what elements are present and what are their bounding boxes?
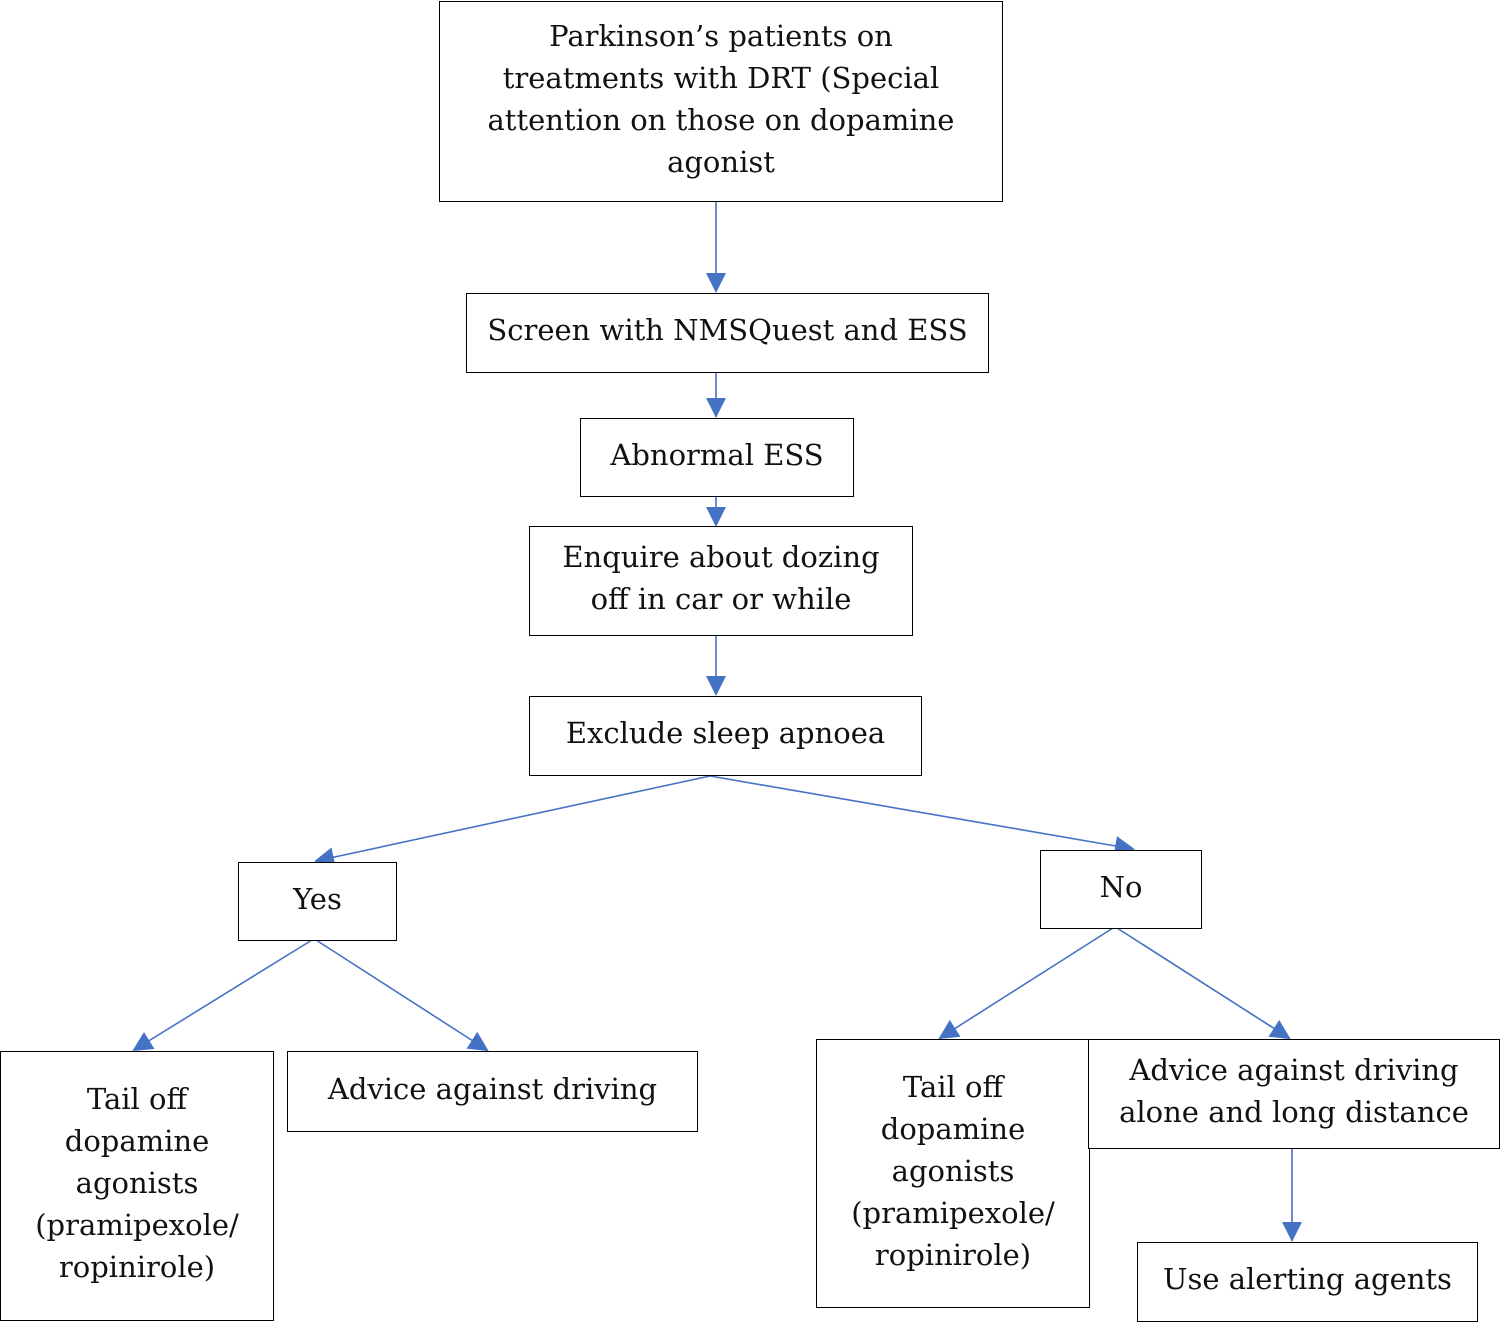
enquire-text: Enquire about dozing off in car or while: [562, 540, 880, 616]
advice-left-text: Advice against driving: [327, 1071, 658, 1106]
tail-off-right-text: Tail off dopamine agonists (pramipexole/…: [851, 1069, 1055, 1272]
start-text: Parkinson’s patients on treatments with …: [487, 18, 955, 179]
tail-off-left-text: Tail off dopamine agonists (pramipexole/…: [35, 1082, 239, 1284]
exclude-apnoea-text: Exclude sleep apnoea: [565, 716, 886, 750]
tail-off-left-box: Tail off dopamine agonists (pramipexole/…: [0, 1051, 274, 1321]
no-text: No: [1099, 869, 1143, 904]
alerting-agents-text: Use alerting agents: [1163, 1262, 1452, 1296]
advice-right-text: Advice against driving alone and long di…: [1119, 1053, 1469, 1129]
exclude-apnoea-box: Exclude sleep apnoea: [529, 696, 922, 776]
arrow-yes-to-tail-left: [132, 939, 313, 1052]
abnormal-ess-text: Abnormal ESS: [610, 437, 824, 472]
advice-right-box: Advice against driving alone and long di…: [1088, 1039, 1500, 1149]
arrow-exclude-to-yes: [314, 775, 711, 867]
arrow-no-to-advice-right: [1116, 927, 1291, 1040]
abnormal-ess-box: Abnormal ESS: [580, 418, 854, 497]
screen-box: Screen with NMSQuest and ESS: [466, 293, 989, 373]
no-box: No: [1040, 850, 1202, 929]
advice-left-box: Advice against driving: [287, 1051, 698, 1132]
arrow-yes-to-advice-left: [315, 939, 489, 1052]
screen-text: Screen with NMSQuest and ESS: [487, 313, 968, 347]
yes-box: Yes: [238, 862, 397, 941]
alerting-agents-box: Use alerting agents: [1137, 1242, 1478, 1322]
yes-text: Yes: [293, 881, 342, 916]
tail-off-right-box: Tail off dopamine agonists (pramipexole/…: [816, 1039, 1090, 1308]
arrow-exclude-to-no: [709, 775, 1135, 856]
arrow-no-to-tail-right: [938, 927, 1114, 1040]
start-box: Parkinson’s patients on treatments with …: [439, 1, 1003, 202]
enquire-box: Enquire about dozing off in car or while: [529, 526, 913, 636]
